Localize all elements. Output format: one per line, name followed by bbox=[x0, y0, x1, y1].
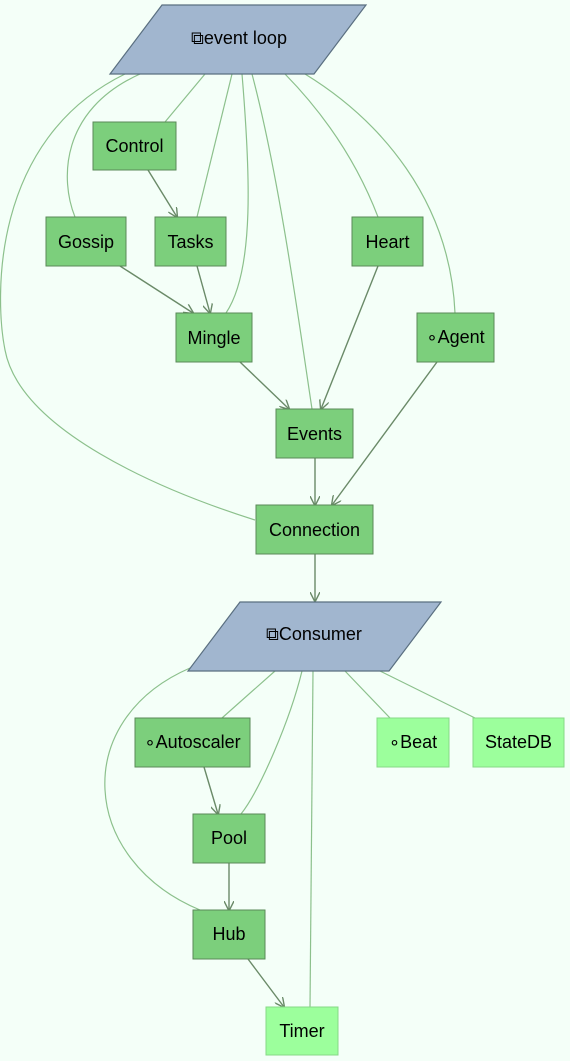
edge-eventloop-agent bbox=[304, 73, 456, 314]
events-label: Events bbox=[287, 424, 342, 444]
event-loop-label: ⧉event loop bbox=[191, 28, 287, 48]
arrow-mingle-events bbox=[239, 361, 289, 409]
edge-consumer-autoscaler bbox=[221, 670, 276, 719]
mingle-label: Mingle bbox=[187, 328, 240, 348]
gossip-label: Gossip bbox=[58, 232, 114, 252]
heart-label: Heart bbox=[365, 232, 409, 252]
arrow-agent-connection bbox=[332, 361, 438, 505]
connection-label: Connection bbox=[269, 520, 360, 540]
edge-eventloop-mingle bbox=[225, 73, 249, 314]
edge-eventloop-control bbox=[164, 73, 206, 123]
node-heart[interactable]: Heart bbox=[351, 216, 424, 267]
consumer-label: ⧉Consumer bbox=[266, 624, 362, 644]
edge-consumer-statedb bbox=[379, 670, 476, 719]
tasks-label: Tasks bbox=[167, 232, 213, 252]
node-agent[interactable]: ∘Agent bbox=[416, 312, 495, 363]
arrow-autoscaler-pool bbox=[203, 766, 218, 814]
edge-eventloop-heart bbox=[284, 73, 379, 218]
arrow-hub-timer bbox=[247, 958, 284, 1007]
node-statedb[interactable]: StateDB bbox=[472, 717, 565, 768]
node-tasks[interactable]: Tasks bbox=[154, 216, 227, 267]
node-beat[interactable]: ∘Beat bbox=[376, 717, 450, 768]
node-mingle[interactable]: Mingle bbox=[175, 312, 253, 363]
hub-label: Hub bbox=[212, 924, 245, 944]
event-loop-node[interactable]: ⧉event loop bbox=[108, 4, 368, 75]
agent-label: ∘Agent bbox=[426, 327, 484, 347]
timer-label: Timer bbox=[279, 1021, 324, 1041]
arrow-heart-events bbox=[321, 265, 379, 409]
arrow-edges bbox=[119, 169, 438, 1007]
node-gossip[interactable]: Gossip bbox=[45, 216, 127, 267]
node-connection[interactable]: Connection bbox=[255, 504, 374, 555]
event-loop-edges bbox=[0, 73, 456, 521]
edge-consumer-timer bbox=[309, 670, 314, 1008]
control-label: Control bbox=[105, 136, 163, 156]
consumer-edges bbox=[104, 667, 476, 1008]
node-autoscaler[interactable]: ∘Autoscaler bbox=[134, 717, 251, 768]
edge-consumer-pool bbox=[240, 670, 303, 815]
edge-eventloop-tasks bbox=[196, 73, 233, 218]
edge-consumer-beat bbox=[344, 670, 391, 719]
node-pool[interactable]: Pool bbox=[192, 813, 266, 864]
arrow-tasks-mingle bbox=[196, 265, 210, 313]
node-timer[interactable]: Timer bbox=[265, 1006, 339, 1056]
node-control[interactable]: Control bbox=[92, 121, 177, 171]
arrow-gossip-mingle bbox=[119, 265, 193, 313]
node-events[interactable]: Events bbox=[275, 408, 354, 459]
node-hub[interactable]: Hub bbox=[192, 909, 266, 960]
arrow-control-tasks bbox=[147, 169, 177, 217]
edge-eventloop-events bbox=[251, 73, 313, 410]
statedb-label: StateDB bbox=[485, 732, 552, 752]
edge-consumer-hub bbox=[104, 667, 201, 911]
edge-eventloop-connection bbox=[0, 73, 256, 521]
pool-label: Pool bbox=[211, 828, 247, 848]
autoscaler-label: ∘Autoscaler bbox=[144, 732, 240, 752]
edge-eventloop-gossip bbox=[66, 73, 141, 218]
consumer-node[interactable]: ⧉Consumer bbox=[186, 601, 443, 672]
beat-label: ∘Beat bbox=[389, 732, 437, 752]
